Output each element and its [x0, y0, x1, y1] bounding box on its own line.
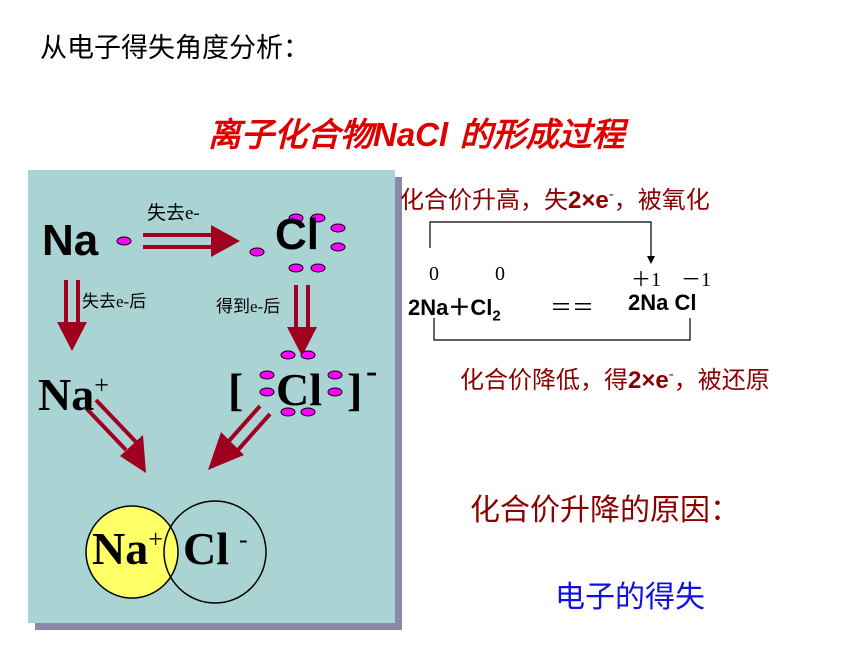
- cl-ion-electrons: [259, 350, 343, 417]
- diagram-graphics: [57, 213, 346, 604]
- double-arrow-down-right-icon: [287, 285, 317, 356]
- reason-question: 化合价升降的原因：: [470, 493, 740, 528]
- cl-atom-symbol: Cl: [275, 210, 319, 259]
- na-valence-electron: [116, 236, 132, 246]
- lose-electron-label: 失去e-: [147, 203, 200, 224]
- after-gain-label: 得到e-后: [216, 297, 281, 316]
- after-lose-label: 失去e-后: [82, 292, 147, 311]
- na-oxidation-state-after: ＋1: [631, 269, 661, 291]
- na-ion-circle: [85, 505, 179, 599]
- oxidation-note: 化合价升高，失2×e-，被氧化: [400, 186, 710, 214]
- cl-ion-symbol: Cl: [276, 364, 322, 415]
- page-title: 从电子得失角度分析：: [40, 33, 310, 64]
- cl-oxidation-state-before: 0: [495, 263, 505, 285]
- double-arrow-diagonal-left-icon: [208, 404, 272, 470]
- na-oxidation-state-before: 0: [429, 263, 439, 285]
- cl-atom-electrons: [249, 213, 346, 273]
- equation-equals: ＝＝: [550, 295, 595, 320]
- double-arrow-down-left-icon: [57, 280, 87, 351]
- cl-ion-close-bracket: ]: [347, 364, 363, 415]
- double-arrow-diagonal-right-icon: [84, 398, 146, 473]
- cl-oxidation-state-after: －1: [681, 269, 711, 291]
- slide-heading: 离子化合物NaCl 的形成过程: [208, 108, 625, 156]
- cl-ion-charge: -: [366, 353, 378, 390]
- product-cl-ion: Cl-: [183, 523, 248, 574]
- heading-compound: NaCl: [373, 116, 449, 153]
- ion-formation-diagram: Na Cl 失去e- 失去e-后 得到e-后 Na+ [ Cl ] - Na+ …: [28, 170, 395, 623]
- heading-suffix: 的形成过程: [448, 115, 625, 154]
- na-atom-symbol: Na: [42, 216, 99, 265]
- cl-ion-label: [: [228, 364, 244, 415]
- cl-ion-circle: [163, 500, 267, 604]
- double-arrow-right-icon: [143, 225, 240, 257]
- reduction-note: 化合价降低，得2×e-，被还原: [460, 366, 770, 394]
- na-ion-label: Na+: [38, 369, 109, 420]
- equation-product: 2Na Cl: [628, 290, 697, 315]
- product-na-ion: Na+: [92, 523, 163, 574]
- equation-reactants: 2Na＋Cl2: [408, 295, 501, 325]
- reason-answer: 电子的得失: [555, 580, 705, 615]
- heading-prefix: 离子化合物: [208, 115, 373, 154]
